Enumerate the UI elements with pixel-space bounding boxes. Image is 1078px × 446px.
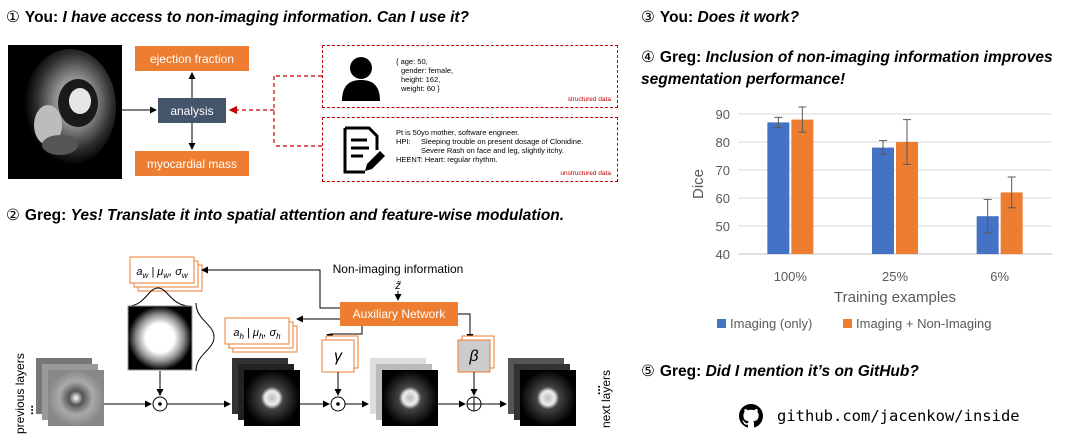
previous-layers-dots: ... (22, 405, 36, 415)
attended-feature-stack (232, 358, 300, 426)
multiply-operator-2 (330, 396, 346, 412)
bar (896, 142, 918, 254)
panel1-connectors (122, 72, 322, 150)
structured-data-box: { age: 50, gender: female, height: 162, … (322, 45, 618, 108)
y-axis-label: Dice (690, 169, 707, 199)
legend-label: Imaging + Non-Imaging (856, 316, 992, 331)
x-tick-label: 100% (774, 269, 808, 284)
mri-image (8, 45, 122, 179)
non-imaging-label: Non-imaging information (333, 262, 464, 276)
structured-data-text: { age: 50, gender: female, height: 162, … (396, 57, 454, 93)
next-layers-dots: ... (589, 385, 603, 395)
height-attention-label: ah | μh, σh (233, 327, 281, 341)
bar (872, 147, 894, 254)
myocardial-mass-box: myocardial mass (135, 151, 249, 176)
github-icon (739, 404, 763, 428)
heading-4-line2: segmentation performance! (641, 71, 846, 88)
output-feature-stack (508, 358, 576, 426)
width-attention-params: aw | μw, σw (129, 256, 203, 292)
document-edit-icon (343, 126, 385, 174)
input-feature-stack (36, 358, 104, 426)
mri-heart-graphic (24, 49, 116, 165)
beta-box: β (457, 335, 495, 373)
architecture-diagram: aw | μw, σw ah | μh, σh Non-imaging info… (13, 256, 613, 434)
bar (767, 122, 790, 255)
gamma-box: γ (321, 335, 359, 373)
multiply-operator-1 (152, 396, 168, 412)
height-attention-params: ah | μh, σh (224, 317, 298, 353)
x-tick-label: 25% (882, 269, 908, 284)
y-tick-label: 40 (716, 247, 730, 262)
x-tick-label: 6% (990, 269, 1009, 284)
unstructured-data-text: Pt is 50yo mother, software engineer. HP… (396, 128, 584, 164)
y-tick-label: 50 (716, 219, 730, 234)
zeta-label: z̃ (394, 280, 401, 292)
analysis-box: analysis (158, 98, 226, 123)
scaled-feature-stack (370, 358, 438, 426)
y-tick-label: 70 (716, 163, 730, 178)
auxiliary-network-label: Auxiliary Network (353, 307, 447, 321)
unstructured-data-box: Pt is 50yo mother, software engineer. HP… (322, 117, 618, 182)
y-tick-label: 90 (716, 107, 730, 122)
unstructured-data-label: unstructured data (560, 170, 611, 177)
legend-label: Imaging (only) (730, 316, 812, 331)
bar (1000, 192, 1023, 254)
previous-layers-label: previous layers (13, 353, 27, 434)
y-tick-label: 80 (716, 135, 730, 150)
legend-swatch (717, 319, 726, 328)
github-url: github.com/jacenkow/inside (777, 407, 1020, 425)
beta-label: β (468, 348, 478, 365)
person-icon (342, 57, 380, 101)
spatial-attention-map (127, 305, 193, 371)
github-link[interactable]: github.com/jacenkow/inside (739, 404, 1020, 428)
x-axis-label: Training examples (834, 289, 956, 306)
y-tick-label: 60 (716, 191, 730, 206)
auxiliary-network-box (340, 302, 458, 326)
legend-swatch (843, 319, 852, 328)
gaussian-height-curve (195, 302, 215, 372)
structured-data-label: structured data (567, 96, 611, 103)
bar (791, 119, 814, 254)
gamma-label: γ (334, 348, 343, 365)
gaussian-width-curve (127, 287, 191, 307)
add-operator (466, 396, 482, 412)
bar (976, 216, 999, 254)
ejection-fraction-box: ejection fraction (135, 46, 249, 71)
next-layers-label: next layers (599, 370, 613, 428)
width-attention-label: aw | μw, σw (136, 266, 188, 280)
